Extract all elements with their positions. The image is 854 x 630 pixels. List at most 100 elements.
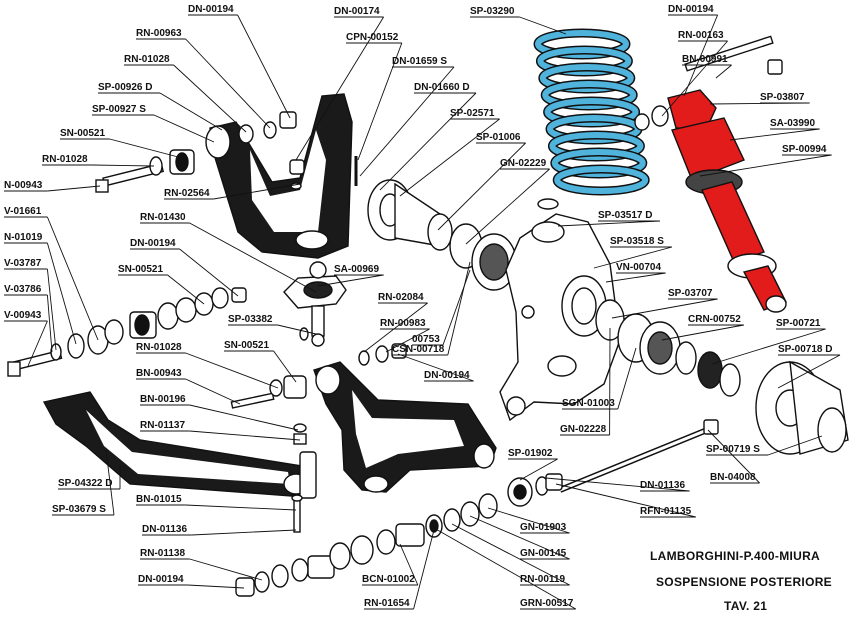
leader-line [189,558,263,581]
leader-line [185,352,279,389]
long-bolt-part [558,419,719,493]
leader-line [273,350,297,383]
leader-line [451,523,570,586]
leader-line [593,246,673,269]
leader-line [433,527,577,610]
leader-line [605,272,666,283]
leader-line [173,64,247,133]
title-line-3: TAV. 21 [724,599,767,613]
part-label: RN-02564 [164,188,210,199]
part-label: GN-00145 [520,548,567,559]
leader-line [545,477,690,492]
leader-line [447,261,471,356]
part-label: RFN-01135 [640,506,692,517]
part-label: GN-01903 [520,522,567,533]
leader-line [555,483,696,518]
part-label: V-03786 [4,284,42,295]
part-label: 00753 [412,334,440,345]
leader-line [709,102,810,105]
leader-line [191,529,297,536]
part-label: SP-04322 D [58,478,112,489]
part-label: GRN-00517 [520,598,574,609]
leader-line [729,128,820,141]
leader-line [379,92,477,191]
leader-line [617,347,637,410]
part-label: RN-00963 [136,28,182,39]
leader-line [661,40,728,117]
hub-flange-part [595,299,849,455]
part-label: SA-00969 [334,264,379,275]
leader-line [185,378,241,405]
coil-spring-part [533,28,650,196]
leader-line [159,92,223,131]
part-label: BN-00991 [682,54,728,65]
leader-line [519,458,558,481]
part-label: V-03787 [4,258,42,269]
leader-line [47,185,101,192]
part-label: DN-00194 [424,370,470,381]
part-label: BCN-01002 [362,574,415,585]
part-label: RN-00119 [520,574,565,585]
part-label: RN-01138 [140,548,185,559]
part-label: BN-04008 [710,472,756,483]
part-label: RN-01028 [136,342,182,353]
leader-line [109,138,183,159]
part-label: RN-01137 [140,420,185,431]
leader-line [683,14,719,97]
part-label: SP-03807 [760,92,805,103]
hub-carrier-part [499,213,621,422]
part-label: SP-03517 D [598,210,652,221]
part-label: RN-00983 [380,318,426,329]
part-label: CRN-00752 [688,314,741,325]
leader-line [46,268,57,351]
part-label: SP-02571 [450,108,495,119]
part-label: SP-01902 [508,448,553,459]
part-label: RN-01430 [140,212,186,223]
upper-hardware-part [95,111,305,193]
part-label: RN-01654 [364,598,410,609]
leader-line [399,118,500,197]
spring-coil [549,132,644,160]
leader-line [611,298,718,319]
part-label: V-01661 [4,206,42,217]
part-label: SP-03679 S [52,504,106,515]
leader-line [465,168,550,245]
leader-line [413,529,435,610]
part-label: SA-03990 [770,118,815,129]
part-label: RN-01028 [124,54,170,65]
leader-line [237,14,291,119]
leader-line [707,429,760,484]
part-label: SP-01006 [476,132,521,143]
lower-wishbone-part [313,361,497,493]
leader-line [167,274,205,305]
bearing-housing-part [367,179,527,291]
part-label: SP-00718 D [778,344,832,355]
leader-line [179,248,239,297]
part-label: N-01019 [4,232,43,243]
leader-line [711,328,826,365]
title-line-1: LAMBORGHINI-P.400-MIURA [650,549,820,563]
leader-line [185,504,297,511]
part-label: N-00943 [4,180,43,191]
part-label: DN-01659 S [392,56,447,67]
leader-line [557,220,661,227]
leader-line [399,543,419,586]
part-label: DN-00194 [188,4,234,15]
part-label: SN-00521 [224,340,269,351]
part-label: BN-00196 [140,394,186,405]
title-block: LAMBORGHINI-P.400-MIURA SOSPENSIONE POST… [650,549,832,613]
lower-bushing-chain-part [235,473,563,597]
part-label: SP-00927 S [92,104,146,115]
part-label: GN-02228 [560,424,607,435]
leader-line [189,222,317,293]
part-label: SP-03518 S [610,236,664,247]
part-label: DN-00194 [130,238,176,249]
part-label: GN-02229 [500,158,547,169]
part-label: DN-00174 [334,6,380,17]
spring-coil [554,166,649,194]
part-label: CSN-00718 [392,344,445,355]
leader-line [27,320,48,367]
leader-line [715,64,732,79]
part-label: SN-00521 [60,128,105,139]
